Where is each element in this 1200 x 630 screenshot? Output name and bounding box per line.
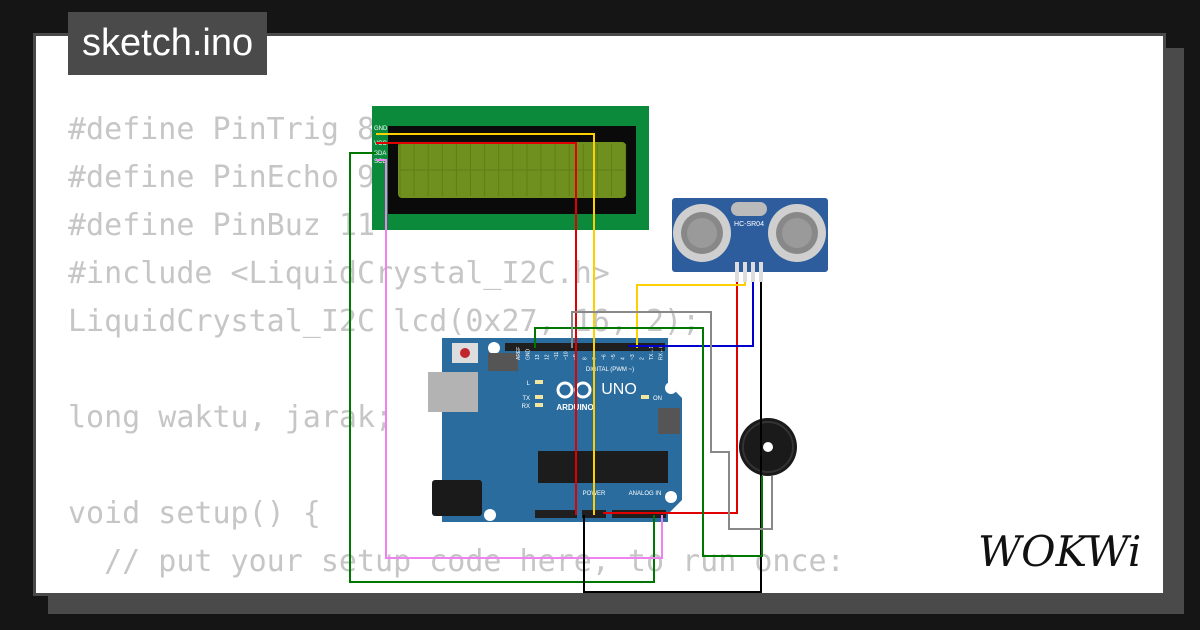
led-label-l: L [527,381,531,387]
arduino-pin-label: ~5 [611,354,617,360]
arduino-uno-board[interactable]: DIGITAL (PWM ~) POWER ANALOG IN ARDUINO … [428,338,682,522]
arduino-pin-label: AREF [516,347,522,360]
arduino-pin-label: 12 [545,354,551,360]
wire-red-sensor-vcc [603,282,738,514]
on-led-label: ON [653,396,662,402]
arduino-pin-label: 13 [535,354,541,360]
analog-header-label: ANALOG IN [629,491,662,497]
code-line: // put your setup code here, to run once… [68,544,845,579]
arduino-pin-label: TX→1 [649,346,655,360]
file-tab[interactable]: sketch.ino [68,12,268,75]
arduino-pin-label: ~3 [630,354,636,360]
wire-pink-lcd-scl [376,159,663,559]
wire-yellow-sensor-trig [636,282,746,348]
led-rx [535,403,543,407]
digital-header-label: DIGITAL (PWM ~) [586,367,634,373]
ultrasonic-sensor[interactable]: HC-SR04 [672,198,828,282]
arduino-pin-label: 4 [621,357,627,360]
lcd-pin-label: SCL [374,159,386,165]
led-label-rx: RX [522,404,530,410]
arduino-pin-label: ~10 [564,351,570,360]
wires [349,133,773,593]
wire-gray-buzzer [571,311,773,530]
led-label-tx: TX [522,396,530,402]
code-editor: #define PinTrig 8 #define PinEcho 9 #defin… [68,106,845,593]
code-line: #define PinEcho 9 [68,160,376,195]
arduino-pin-label: 2 [640,357,646,360]
arduino-pin-label: RX←0 [659,345,665,360]
piezo-buzzer[interactable] [739,418,797,476]
code-line: #define PinBuz 11 [68,208,376,243]
arduino-pin-label: 8 [583,357,589,360]
wire-green-lcd-sda [349,152,655,583]
code-line: #define PinTrig 8 [68,112,376,147]
wire-green-buzzer [534,327,763,557]
arduino-model-label: UNO [601,381,637,398]
led-tx [535,395,543,399]
code-line: long waktu, jarak; [68,400,394,435]
wokwi-logo-text: WOKWi [978,527,1141,576]
led-on [641,395,649,399]
sensor-model-label: HC-SR04 [734,221,764,228]
wire-black-sensor-gnd [583,282,762,593]
wire-blue-sensor-echo [628,282,754,347]
wire-yellow-lcd [376,133,595,515]
code-line: #include <LiquidCrystal_I2C.h> [68,256,610,291]
led-l [535,380,543,384]
code-line: Serial.begin(9600); [68,586,845,593]
arduino-pin-label: GND [526,349,532,361]
arduino-pin-label: ~11 [554,352,560,360]
wokwi-logo: WOKWi [978,527,1141,576]
code-line: LiquidCrystal_I2C lcd(0x27, 16, 2); [68,304,701,339]
lcd-pin-label: SDA [374,151,386,157]
wire-red-lcd-vcc [376,142,577,515]
lcd-display[interactable]: GND VCC SDA SCL [372,106,649,230]
code-line: void setup() { [68,496,321,531]
arduino-pin-label: ~6 [602,354,608,360]
lcd-pin-label: GND [374,126,388,132]
